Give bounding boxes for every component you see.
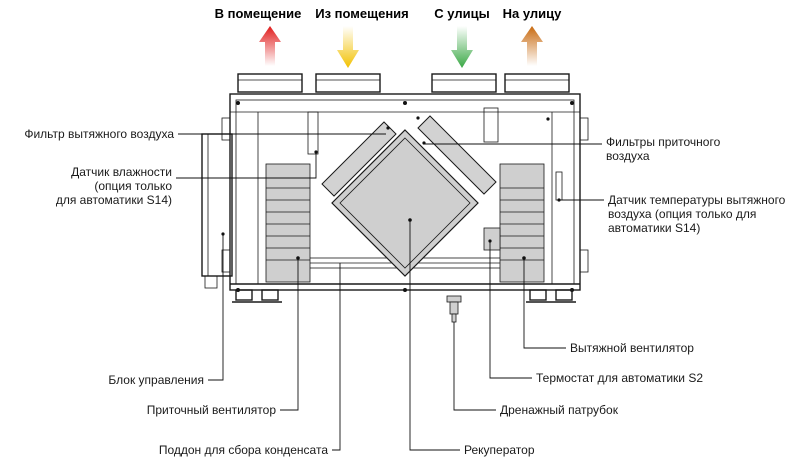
label-recuperator: Рекуператор	[464, 443, 535, 457]
arrow-up-orange-icon	[521, 26, 543, 66]
label-temp-sensor-line3: автоматики S14)	[608, 221, 700, 235]
supply-air-filters	[416, 115, 497, 195]
label-drain-pipe: Дренажный патрубок	[500, 403, 619, 417]
flow-label-to-outside: На улицу	[503, 6, 563, 21]
label-humidity-sensor-line2: (опция только	[94, 179, 172, 193]
control-box	[201, 133, 233, 289]
label-humidity-sensor-line3: для автоматики S14)	[56, 193, 172, 207]
label-condensate-tray: Поддон для сбора конденсата	[159, 443, 328, 457]
label-thermostat: Термостат для автоматики S2	[536, 371, 703, 385]
label-supply-fan: Приточный вентилятор	[147, 403, 277, 417]
label-supply-filters-line1: Фильтры приточного	[606, 135, 721, 149]
flow-label-from-room: Из помещения	[315, 6, 409, 21]
arrow-up-red-icon	[259, 26, 281, 66]
label-control-unit: Блок управления	[108, 373, 204, 387]
service-hatch	[483, 107, 499, 143]
thermostat-s2	[483, 227, 501, 251]
drain-pipe	[446, 295, 462, 323]
unit-housing	[221, 93, 589, 292]
leader-lines	[176, 133, 604, 451]
flow-label-to-room: В помещение	[215, 6, 302, 21]
recuperator	[331, 129, 479, 277]
label-temp-sensor-line1: Датчик температуры вытяжного	[608, 193, 786, 207]
label-humidity-sensor-line1: Датчик влажности	[71, 165, 172, 179]
label-temp-sensor-line2: воздуха (опция только для	[608, 207, 756, 221]
screw-icon	[546, 117, 550, 121]
unit-feet	[232, 289, 576, 303]
exhaust-air-filter	[321, 121, 397, 197]
duct-spigots	[237, 73, 570, 93]
label-supply-filters-line2: воздуха	[606, 149, 650, 163]
temperature-sensor	[555, 171, 563, 202]
label-exhaust-fan: Вытяжной вентилятор	[570, 341, 694, 355]
flow-label-from-outside: С улицы	[434, 6, 489, 21]
humidity-sensor	[307, 111, 319, 155]
label-exhaust-filter: Фильтр вытяжного воздуха	[24, 127, 174, 141]
exhaust-fan	[499, 163, 545, 283]
supply-fan	[265, 163, 311, 283]
arrow-down-yellow-icon	[337, 26, 359, 68]
arrow-down-green-icon	[451, 26, 473, 68]
